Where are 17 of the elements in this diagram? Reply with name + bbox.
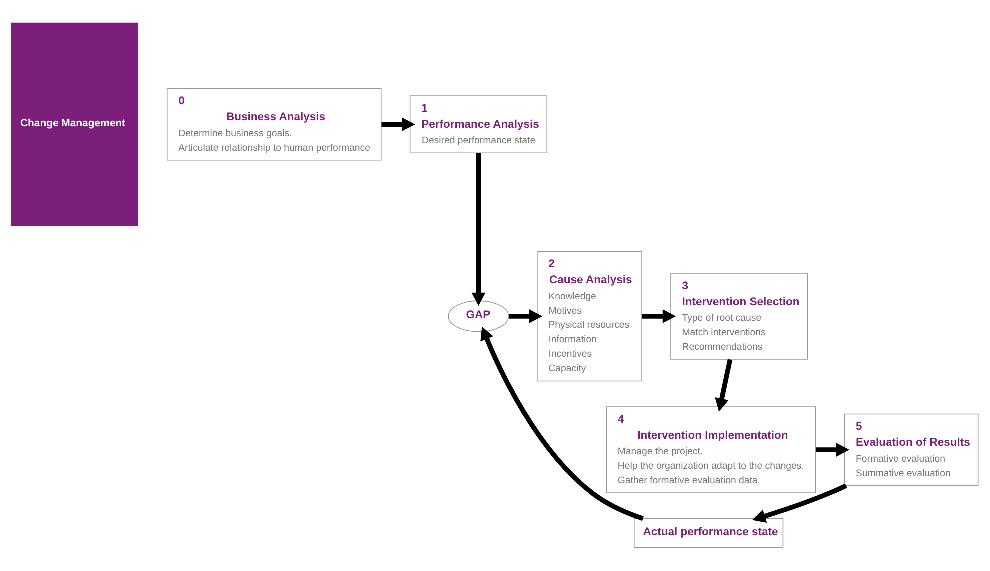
arrow (382, 118, 416, 132)
arrow (472, 153, 486, 306)
node-box: 1 Performance Analysis Desired performance state (410, 96, 548, 154)
node-box: 3 Intervention Selection Type of root cause Match interventions Recommendations (670, 273, 808, 360)
node-box: 0 Business Analysis Determine business goals. Articulate relationship to human performance (166, 88, 382, 161)
arrow (480, 326, 644, 522)
arrow (715, 359, 733, 412)
node-ellipse: GAP (448, 300, 510, 332)
arrow (816, 443, 850, 457)
node-box: 4 Intervention Implementation Manage the project. Help the organization adapt to the changes. Gather formative evaluation data. (606, 406, 816, 494)
node-box: 2 Cause Analysis Knowledge Motives Physical resources Information Incentives Capacity (537, 251, 642, 382)
arrow (509, 310, 543, 324)
node-box: Change Management (11, 22, 138, 226)
arrow (642, 310, 676, 324)
arrow (752, 484, 848, 524)
node-box: Actual performance state (634, 518, 784, 548)
node-box: 5 Evaluation of Results Formative evaluation Summative evaluation (844, 414, 979, 486)
